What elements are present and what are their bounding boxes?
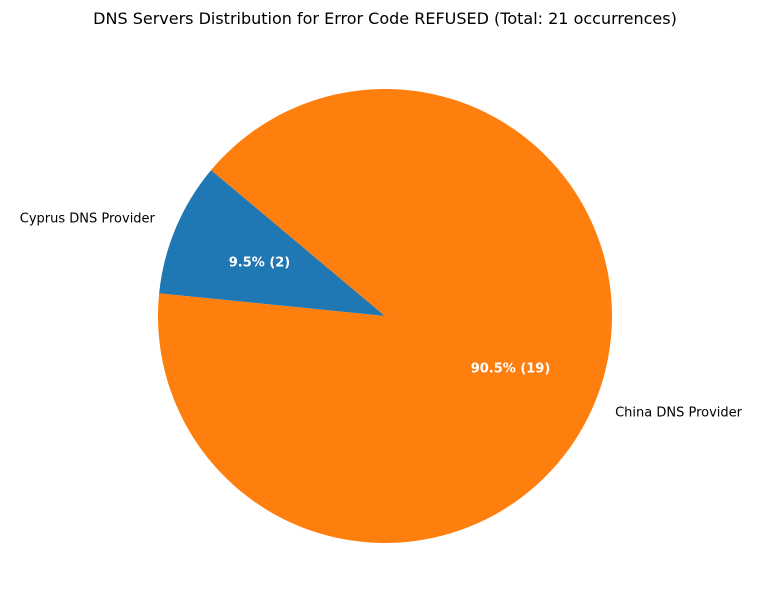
slice-label: Cyprus DNS Provider [20,212,156,227]
slice-percent-label: 9.5% (2) [229,256,291,271]
slices-layer [158,89,612,544]
labels-layer: Cyprus DNS Provider 9.5% (2) China DNS Pro… [20,212,743,421]
pie-slice-cyprus-dns-provider [159,170,385,316]
slice-percent-label: 90.5% (19) [471,361,551,376]
slice-label: China DNS Provider [615,405,743,420]
pie-slice-china-dns-provider [158,89,612,544]
chart-title: DNS Servers Distribution for Error Code … [93,9,677,28]
